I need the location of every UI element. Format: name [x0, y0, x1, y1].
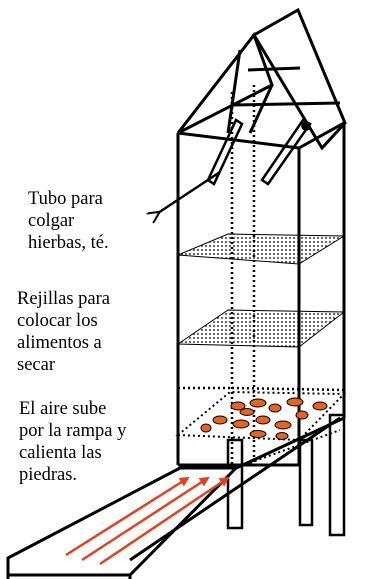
air-label-line-3: calienta las — [19, 443, 102, 463]
racks-label-line-1: Rejillas para — [17, 289, 110, 309]
lower-rack — [176, 309, 346, 348]
ramp — [6, 416, 345, 579]
dryer-box — [176, 121, 346, 467]
racks-label: Rejillas para colocar los alimentos a se… — [17, 288, 110, 383]
airflow-arrows — [65, 476, 230, 566]
dryer-roof — [176, 7, 347, 151]
air-label-line-1: El aire sube — [19, 399, 107, 419]
upper-rack — [177, 233, 346, 265]
racks-label-line-3: alimentos a — [17, 333, 102, 353]
air-label-line-4: piedras. — [19, 465, 78, 485]
racks-label-line-2: colocar los — [17, 311, 98, 331]
hanging-tubes — [206, 118, 312, 186]
food-tray — [175, 390, 347, 442]
tube-pointer-arrow — [158, 170, 221, 213]
tube-label: Tubo para colgar hierbas, té. — [28, 188, 109, 254]
drying-racks — [176, 233, 346, 348]
racks-label-line-4: secar — [17, 355, 55, 375]
air-label-line-2: por la rampa y — [19, 421, 127, 441]
food-pieces — [200, 397, 328, 440]
tube-label-line-2: colgar — [28, 211, 75, 231]
tube-label-line-1: Tubo para — [28, 189, 103, 209]
tube-label-line-3: hierbas, té. — [28, 233, 109, 253]
air-label: El aire sube por la rampa y calienta las… — [19, 398, 126, 486]
